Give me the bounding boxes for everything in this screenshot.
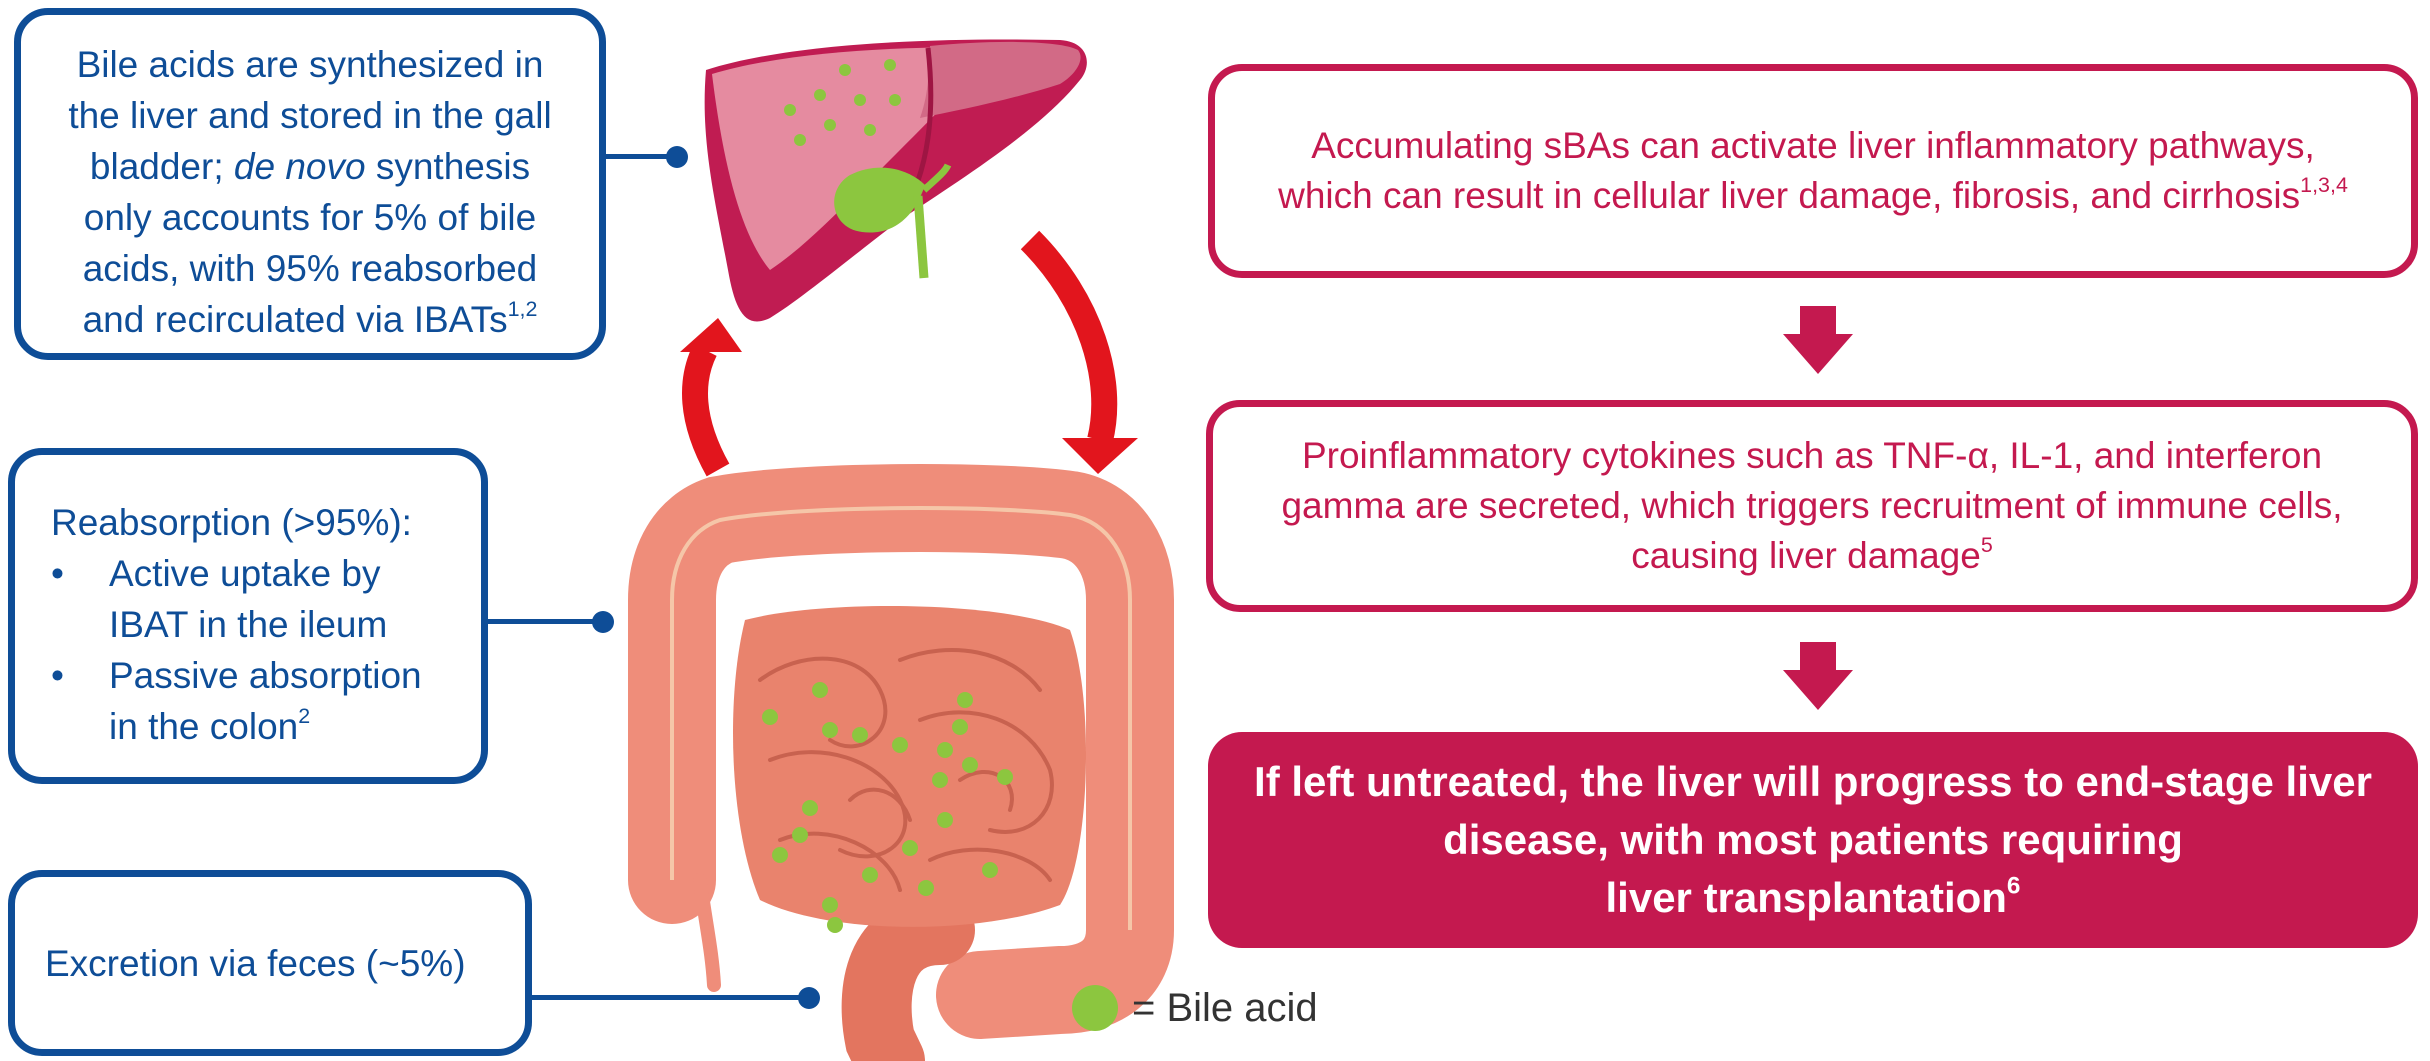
legend: = Bile acid <box>1072 985 1318 1031</box>
down-arrow-icon <box>1783 642 1853 710</box>
synthesis-line-2: the liver and stored in the gall <box>35 90 585 141</box>
cytokine-line-3: causing liver damage5 <box>1281 531 2342 581</box>
down-arrow-icon <box>1783 306 1853 374</box>
bullet-icon: • <box>51 650 109 752</box>
end-stage-outcome-box: If left untreated, the liver will progre… <box>1208 732 2418 948</box>
bullet-icon: • <box>51 548 109 650</box>
cycle-arrow-head-up <box>680 318 742 352</box>
outcome-line-3: liver transplantation6 <box>1254 869 2372 927</box>
excretion-box: Excretion via feces (~5%) <box>8 870 532 1056</box>
inflammation-line-1: Accumulating sBAs can activate liver inf… <box>1278 121 2348 171</box>
cytokine-line-1: Proinflammatory cytokines such as TNF-α,… <box>1281 431 2342 481</box>
reabsorption-heading: Reabsorption (>95%): <box>51 497 459 548</box>
reabsorption-connector-dot <box>592 611 614 633</box>
excretion-connector <box>532 995 804 1000</box>
bile-acid-dot-icon <box>1072 985 1118 1031</box>
synthesis-connector-dot <box>666 146 688 168</box>
cycle-arrow-icon <box>1030 240 1104 440</box>
excretion-connector-dot <box>798 987 820 1009</box>
inflammation-step-box: Accumulating sBAs can activate liver inf… <box>1208 64 2418 278</box>
outcome-line-1: If left untreated, the liver will progre… <box>1254 753 2372 811</box>
intestine-illustration <box>672 508 1130 1061</box>
cytokine-line-2: gamma are secreted, which triggers recru… <box>1281 481 2342 531</box>
reabsorption-connector <box>488 619 598 624</box>
synthesis-line-5: acids, with 95% reabsorbed <box>35 243 585 294</box>
synthesis-line-4: only accounts for 5% of bile <box>35 192 585 243</box>
cycle-arrow-icon <box>695 350 718 470</box>
legend-label: = Bile acid <box>1132 986 1318 1031</box>
synthesis-line-6: and recirculated via IBATs1,2 <box>35 294 585 345</box>
synthesis-line-3: bladder; de novo synthesis <box>35 141 585 192</box>
inflammation-line-2: which can result in cellular liver damag… <box>1278 171 2348 221</box>
cytokine-step-box: Proinflammatory cytokines such as TNF-α,… <box>1206 400 2418 612</box>
synthesis-line-1: Bile acids are synthesized in <box>35 39 585 90</box>
excretion-text: Excretion via feces (~5%) <box>45 938 466 989</box>
synthesis-connector <box>606 154 672 159</box>
synthesis-box: Bile acids are synthesized in the liver … <box>14 8 606 360</box>
gallbladder-illustration <box>834 165 948 278</box>
outcome-line-2: disease, with most patients requiring <box>1254 811 2372 869</box>
cycle-arrow-head-down <box>1062 438 1138 474</box>
